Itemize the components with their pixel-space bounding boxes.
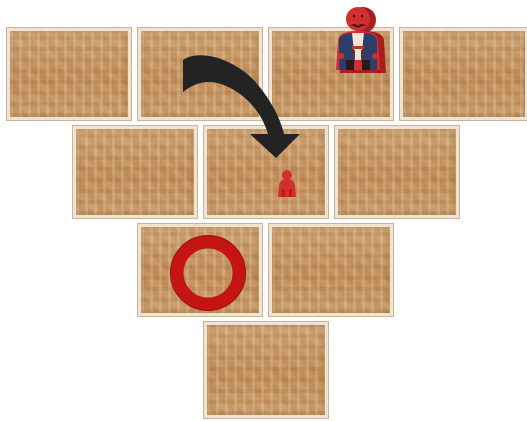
tile-row3-col0[interactable]	[204, 322, 328, 418]
tile-row0-col3[interactable]	[400, 28, 527, 120]
tile-row2-col0[interactable]	[138, 224, 262, 316]
tile-row1-col1[interactable]	[204, 126, 328, 218]
tile-row1-col2[interactable]	[335, 126, 459, 218]
tile-row0-col2[interactable]	[269, 28, 393, 120]
tile-row0-col1[interactable]	[138, 28, 262, 120]
tile-row2-col1[interactable]	[269, 224, 393, 316]
tile-row0-col0[interactable]	[7, 28, 131, 120]
tile-row1-col0[interactable]	[73, 126, 197, 218]
